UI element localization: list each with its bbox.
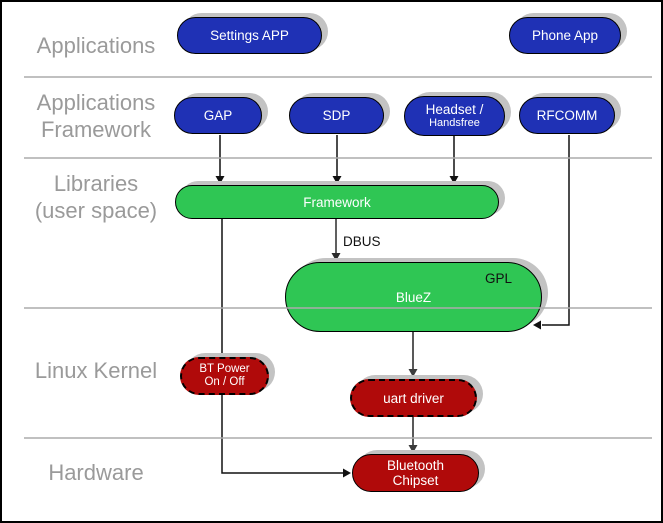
node-sdp: SDP xyxy=(289,97,384,134)
dbus-edge-label: DBUS xyxy=(343,234,381,249)
layer-label-hardware: Hardware xyxy=(48,460,144,485)
layer-label-libraries-user-space: Libraries (user space) xyxy=(34,171,158,223)
node-label: uart driver xyxy=(383,390,444,406)
node-label: RFCOMM xyxy=(536,108,598,123)
layer-label-applications-framework: Applications Framework xyxy=(36,90,156,142)
edge-uart-to-chipset xyxy=(408,417,418,453)
edge-sdp-to-framework xyxy=(332,135,342,184)
node-bluez: GPL BlueZ xyxy=(285,262,542,332)
node-label: Phone App xyxy=(531,28,599,43)
edge-framework-to-bluez-dbus xyxy=(331,219,341,261)
edge-gap-to-framework xyxy=(215,135,225,184)
edge-bluez-to-uart xyxy=(408,332,418,377)
node-framework: Framework xyxy=(175,185,499,219)
node-label: BT Power xyxy=(199,363,250,375)
edge-framework-to-chipset xyxy=(221,219,351,478)
node-bt-power-on-off: BT Power On / Off xyxy=(180,357,269,395)
edge-headset-to-framework xyxy=(449,136,459,184)
node-uart-driver: uart driver xyxy=(350,379,477,417)
node-label: Settings APP xyxy=(210,28,289,43)
edge-rfcomm-to-bluez xyxy=(533,135,570,330)
node-label: Headset / xyxy=(425,102,484,117)
node-label: GAP xyxy=(203,108,233,123)
node-sublabel: Handsfree xyxy=(429,117,480,129)
layer-label-linux-kernel: Linux Kernel xyxy=(34,358,158,383)
node-rfcomm: RFCOMM xyxy=(519,97,615,134)
node-gap: GAP xyxy=(174,97,262,134)
layer-label-applications: Applications xyxy=(36,33,156,58)
node-headset-handsfree: Headset / Handsfree xyxy=(404,96,505,136)
node-sublabel: On / Off xyxy=(204,376,245,388)
node-label: BlueZ xyxy=(395,289,432,305)
node-label: SDP xyxy=(322,108,351,123)
node-bluetooth-chipset: Bluetooth Chipset xyxy=(352,454,479,492)
node-phone-app: Phone App xyxy=(509,17,621,54)
gpl-badge: GPL xyxy=(484,271,512,286)
node-label: Bluetooth xyxy=(386,458,445,473)
node-label: Framework xyxy=(303,194,371,210)
node-sublabel: Chipset xyxy=(392,473,439,488)
node-settings-app: Settings APP xyxy=(177,17,322,54)
